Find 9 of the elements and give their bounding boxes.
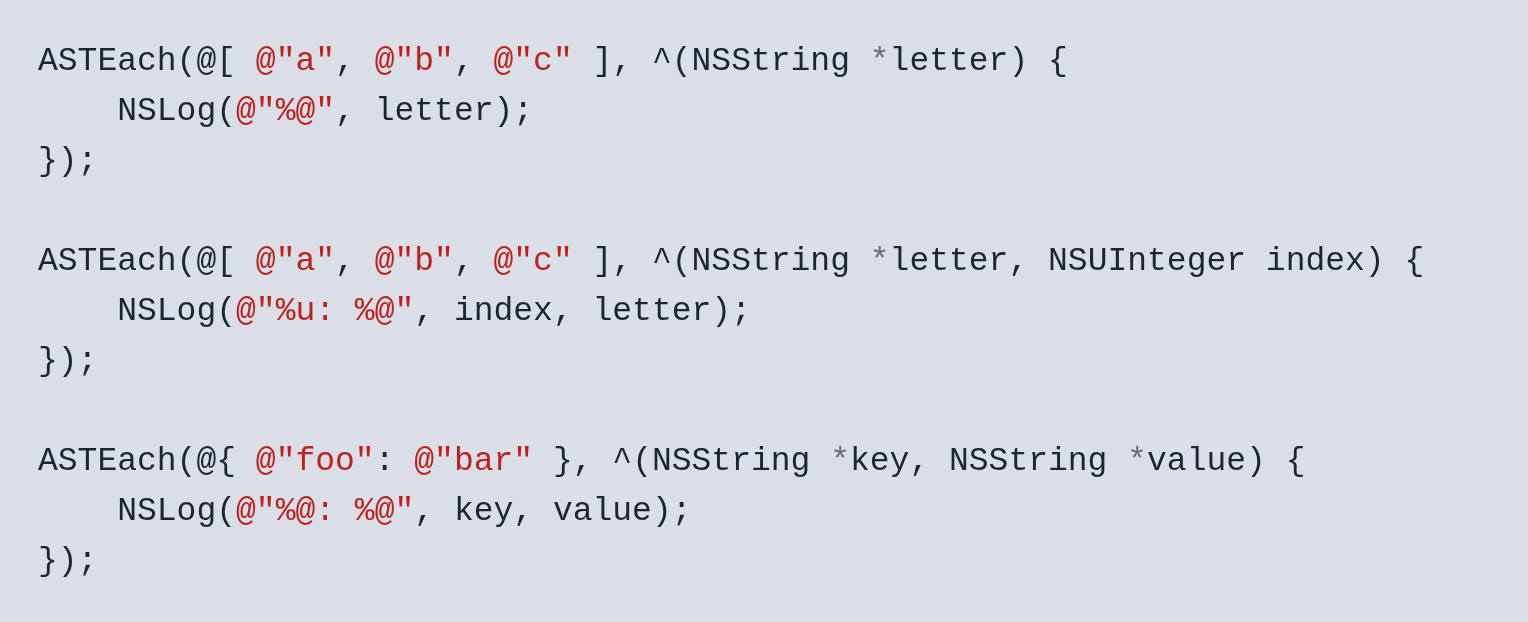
code-line: NSLog(@"%u: %@", index, letter); (116, 292, 751, 332)
code-line: }); (38, 142, 98, 182)
code-line: ASTEach(@[ @"a", @"b", @"c" ], ^(NSString *letter, NSUInteger index) { (38, 242, 1425, 282)
code-line: ASTEach(@{ @"foo": @"bar" }, ^(NSString *key, NSString *value) { (38, 442, 1306, 482)
code-line: ASTEach(@[ @"a", @"b", @"c" ], ^(NSString *letter) { (38, 42, 1068, 82)
code-line: NSLog(@"%@: %@", key, value); (116, 492, 692, 532)
code-line: }); (38, 342, 98, 382)
code-line: }); (38, 542, 98, 582)
code-line: NSLog(@"%@", letter); (116, 92, 534, 132)
